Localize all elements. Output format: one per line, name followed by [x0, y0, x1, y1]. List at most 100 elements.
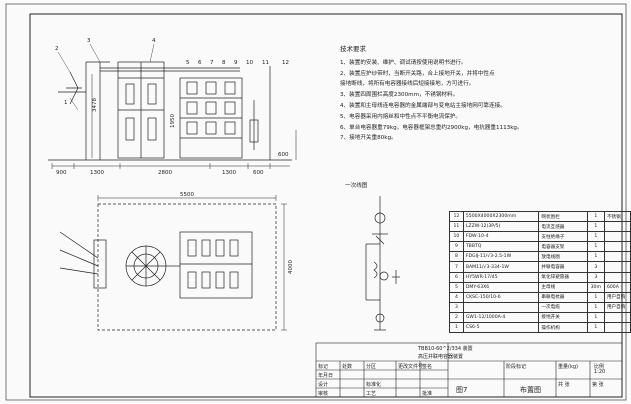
callout-2: 2	[55, 46, 59, 52]
tb-label: 阶段标记	[506, 364, 527, 370]
bom-cell-name: 网状围栏	[538, 210, 588, 223]
bom-cell-no: 12	[449, 210, 464, 223]
bom-cell-name: 主母线	[538, 281, 588, 293]
bom-cell-note	[603, 271, 631, 283]
notes-heading: 技术要求	[340, 45, 366, 53]
bom-cell-note	[603, 221, 631, 233]
one-line-diagram	[365, 196, 400, 331]
bom-cell-note: 用户自购	[603, 301, 631, 313]
tb-label: 重量(kg)	[558, 364, 578, 370]
bom-cell-qty: 1	[586, 251, 605, 263]
dim-bottom-3: 2800	[158, 170, 172, 176]
callout-9: 9	[234, 60, 238, 66]
bom-cell-note	[603, 231, 631, 243]
callout-3: 3	[87, 38, 91, 44]
plan-labels: 5500 4000	[180, 192, 294, 274]
bom-cell-no: 8	[449, 251, 464, 263]
bom-cell-no: 9	[449, 241, 464, 253]
tb-label: 标准化	[366, 382, 382, 388]
callout-10: 10	[246, 60, 253, 66]
note-item: 7、接地开关重80kg。	[340, 135, 397, 142]
bom-cell-no: 5	[449, 281, 464, 293]
bom-cell-note	[603, 322, 631, 334]
tb-label: 更改文件号	[398, 364, 424, 370]
note-item: 6、单台电容器重79kg，电容器框架总重约2900kg，电抗器重1113kg。	[340, 124, 523, 131]
note-item: 1、装置的安装、维护、调试请按使用说明书进行。	[340, 59, 467, 66]
tb-label: 设计	[318, 382, 329, 388]
tb-label: 共 张	[558, 382, 570, 388]
tb-label: 批准	[422, 391, 433, 397]
bom-cell-no: 10	[449, 231, 464, 243]
elevation-view	[48, 43, 297, 169]
bom-cell-note	[603, 311, 631, 324]
bom-cell-no: 4	[449, 291, 464, 303]
bom-cell-model: CKSC-150/10-6	[462, 291, 540, 303]
bom-cell-name: 接地开关	[538, 311, 588, 324]
bom-cell-qty: 1	[586, 311, 605, 324]
bom-cell-no: 7	[449, 261, 464, 273]
bom-cell-name: 电容器支架	[538, 241, 588, 253]
bom-cell-qty: 3	[586, 271, 605, 283]
callout-4: 4	[152, 38, 156, 44]
bom-cell-model: TBBTQ	[462, 241, 540, 253]
note-item: 3、装置四周围栏高度2300mm，不锈钢材料。	[340, 92, 459, 99]
bom-cell-name: 串联电抗器	[538, 291, 588, 303]
tb-label: 审核	[318, 391, 329, 397]
plan-view	[59, 195, 287, 331]
plan-dim-top: 5500	[180, 192, 194, 198]
bom-cell-qty: 1	[586, 291, 605, 303]
bom-cell-qty: 1	[586, 221, 605, 233]
callout-12: 12	[282, 60, 289, 66]
callout-7: 7	[210, 60, 214, 66]
tb-label: 标记	[318, 364, 329, 370]
note-item: 5、电容器采用内熔丝和中性点不平衡电流保护。	[340, 113, 462, 120]
bom-cell-name: 电流互感器	[538, 221, 588, 233]
bom-cell-model: HY5WR-17/45	[462, 271, 540, 283]
bom-cell-qty: 1	[586, 231, 605, 243]
callout-5: 5	[186, 60, 190, 66]
bom-cell-no: 6	[449, 271, 464, 283]
bom-cell-no: 2	[449, 311, 464, 324]
dim-right: 600	[278, 152, 289, 158]
technical-notes: 技术要求 1、装置的安装、维护、调试请按使用说明书进行。 2、装置应护纱带时，当…	[340, 44, 620, 144]
bom-cell-name: 支柱绝缘子	[538, 231, 588, 243]
bom-cell-model: 5500X4000X2300mm	[462, 210, 540, 223]
title-model: TBB10-60^2/334 装置	[418, 346, 473, 352]
note-item: 2、装置应护纱带时，当断开关路，合上接地开关，并将中性点	[340, 70, 495, 77]
bom-cell-note	[603, 251, 631, 263]
tb-label: 处数	[342, 364, 353, 370]
tb-label: 分区	[366, 364, 377, 370]
callout-6: 6	[198, 60, 202, 66]
bom-cell-name: 一次电缆	[538, 301, 588, 313]
dim-mid: 1950	[170, 114, 176, 128]
tb-label: 年月日	[318, 373, 334, 379]
bom-cell-note	[603, 241, 631, 253]
bom-cell-note: 用户自购	[603, 291, 631, 303]
bom-cell-qty: 1	[586, 301, 605, 313]
bom-cell-no: 3	[449, 301, 464, 313]
callout-8: 8	[222, 60, 226, 66]
bom-cell-note: 600A	[603, 281, 631, 293]
bom-cell-model: GW1-12/1000A-4	[462, 311, 540, 324]
bom-cell-note	[603, 261, 631, 273]
title-name: 高压并联电容器装置	[418, 354, 464, 360]
dim-bottom-4: 1300	[222, 170, 236, 176]
callout-11: 11	[262, 60, 269, 66]
note-item: 接地断线，将所有电容器接线后短接接地，方可进行。	[340, 81, 475, 88]
tb-label: 工艺	[366, 391, 377, 397]
bom-cell-name: 放电线圈	[538, 251, 588, 263]
bom-cell-model: FDGIJ-11/√3-2.5-1W	[462, 251, 540, 263]
bom-cell-model: DMY-63X6	[462, 281, 540, 293]
title-figure: 图7	[456, 386, 468, 394]
elevation-labels: 1 2 3 4 5 6 7 8 9 10 11 12 900 1300 2800…	[55, 38, 289, 176]
outer-frame	[5, 3, 627, 401]
